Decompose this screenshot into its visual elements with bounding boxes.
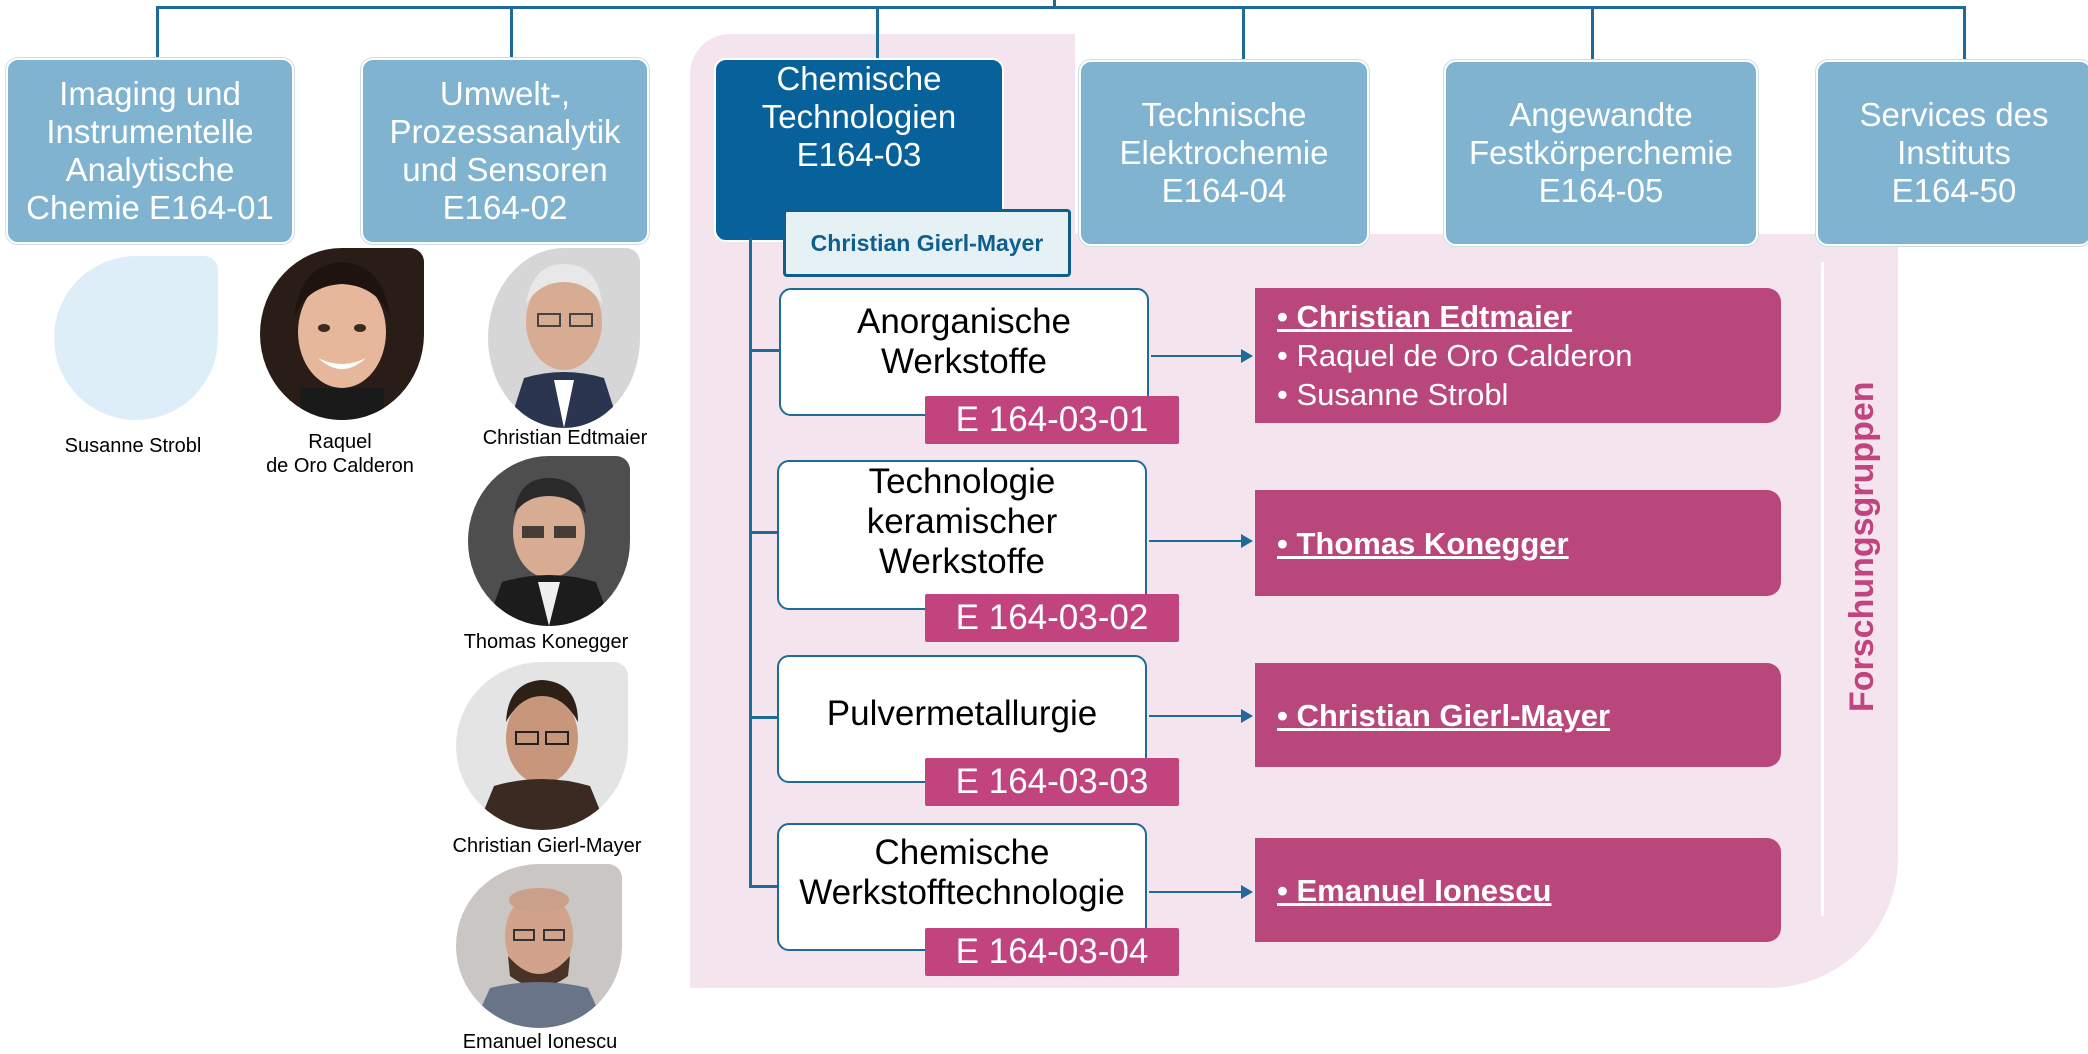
connector-drop-6 (1963, 6, 1966, 60)
connector-drop-3 (876, 6, 879, 60)
avatar (468, 456, 630, 626)
members-box: • Christian Gierl-Mayer (1255, 663, 1781, 767)
group-code-badge: E 164-03-01 (925, 396, 1179, 444)
department-box[interactable]: Services des Instituts E164-50 (1816, 60, 2088, 246)
members-box: • Christian Edtmaier • Raquel de Oro Cal… (1255, 288, 1781, 423)
group-code-badge: E 164-03-03 (925, 758, 1179, 806)
member: • Raquel de Oro Calderon (1277, 338, 1633, 373)
avatar (260, 248, 424, 420)
person-caption: Raquel de Oro Calderon (266, 431, 414, 477)
department-box[interactable]: Technische Elektrochemie E164-04 (1079, 60, 1369, 246)
group-branch-4 (749, 885, 779, 888)
group-branch-1 (749, 349, 781, 352)
department-box[interactable]: Imaging und Instrumentelle Analytische C… (6, 58, 294, 244)
arrow-icon (1151, 349, 1253, 363)
arrow-icon (1149, 885, 1253, 899)
panel-divider (1821, 262, 1824, 916)
member-lead[interactable]: • Christian Edtmaier (1277, 299, 1573, 334)
avatar (456, 864, 622, 1028)
member-lead[interactable]: • Emanuel Ionescu (1277, 872, 1552, 908)
members-box: • Thomas Konegger (1255, 490, 1781, 596)
group-code-badge: E 164-03-04 (925, 928, 1179, 976)
connector-drop-2 (510, 6, 513, 58)
head-label: Christian Gierl-Mayer (783, 209, 1071, 277)
person-caption: Thomas Konegger (463, 631, 629, 653)
connector-drop-4 (1242, 6, 1245, 60)
department-box[interactable]: Umwelt-, Prozessanalytik und Sensoren E1… (361, 58, 649, 244)
research-group-box[interactable]: Technologie keramischer Werkstoffe (777, 460, 1147, 610)
avatar (488, 248, 640, 428)
person-caption: Christian Edtmaier (482, 427, 648, 449)
connector-drop-1 (156, 6, 159, 58)
member-lead[interactable]: • Thomas Konegger (1277, 525, 1569, 561)
department-box[interactable]: Angewandte Festkörperchemie E164-05 (1444, 60, 1758, 246)
connector-drop-5 (1591, 6, 1594, 60)
members-box: • Emanuel Ionescu (1255, 838, 1781, 942)
person-caption: Christian Gierl-Mayer (452, 835, 642, 857)
connector-stub (1053, 0, 1056, 8)
person-caption: Emanuel Ionescu (462, 1031, 618, 1053)
member: • Susanne Strobl (1277, 377, 1509, 412)
group-code-badge: E 164-03-02 (925, 594, 1179, 642)
group-branch-3 (749, 716, 779, 719)
member-lead[interactable]: • Christian Gierl-Mayer (1277, 697, 1611, 733)
group-tree-trunk (749, 238, 752, 888)
arrow-icon (1149, 709, 1253, 723)
research-group-box[interactable]: Anorganische Werkstoffe (779, 288, 1149, 416)
person-caption: Susanne Strobl (64, 435, 202, 457)
arrow-icon (1149, 534, 1253, 548)
top-connector (156, 6, 1966, 9)
avatar (456, 662, 628, 830)
group-branch-2 (749, 531, 779, 534)
avatar-placeholder (54, 256, 218, 420)
side-label: Forschungsgruppen (1843, 381, 1881, 712)
